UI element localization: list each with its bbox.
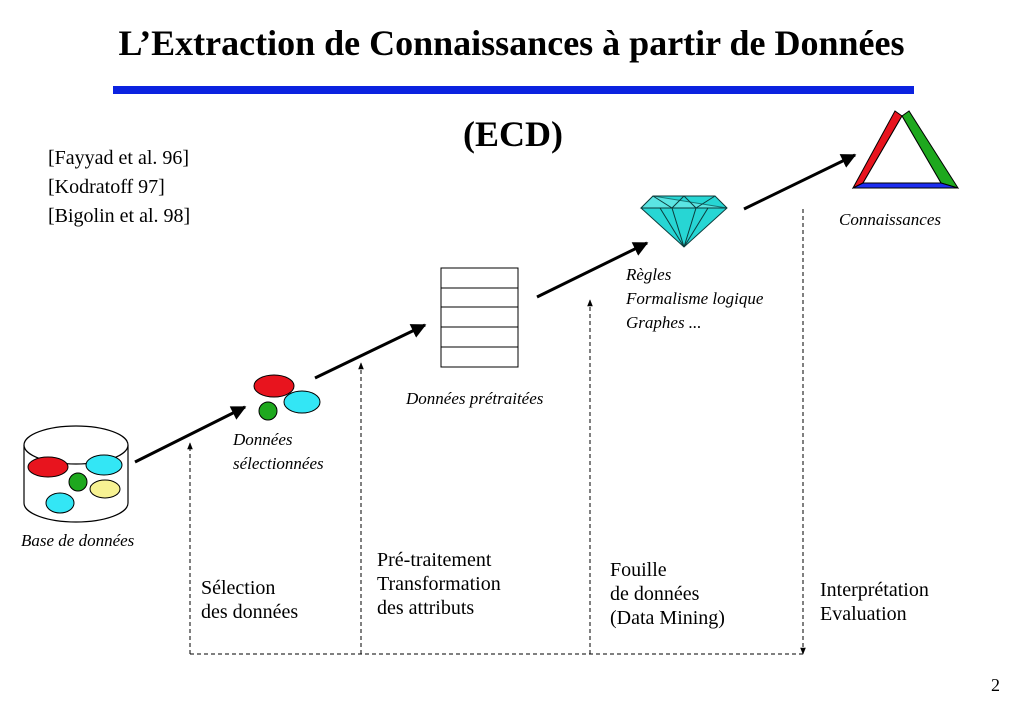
- label-patterns: Règles Formalisme logique Graphes ...: [626, 263, 763, 335]
- database-icon: [23, 425, 129, 523]
- step-preprocessing-line3: des attributs: [377, 597, 475, 619]
- label-database: Base de données: [21, 531, 135, 550]
- label-preprocessed-data: Données prétraitées: [406, 389, 544, 408]
- step-selection-line1: Sélection: [201, 577, 276, 599]
- arrow-to-preprocessing: [314, 323, 427, 380]
- label-selected-data-line2: sélectionnées: [233, 454, 324, 473]
- step-preprocessing-line1: Pré-traitement: [377, 549, 492, 571]
- arrow-to-selection: [134, 405, 247, 464]
- page-subtitle: (ECD): [463, 114, 563, 154]
- step-interpretation: Interprétation Evaluation: [820, 578, 929, 626]
- step-preprocessing: Pré-traitement Transformation des attrib…: [377, 548, 501, 620]
- database-cyan-blob-2: [45, 492, 75, 514]
- arrow-to-knowledge: [743, 153, 857, 211]
- step-selection: Sélection des données: [201, 576, 298, 624]
- label-selected-data-line1: Données: [233, 430, 293, 449]
- selected-data-icon: [253, 374, 321, 421]
- process-arrows: [134, 153, 857, 464]
- label-patterns-graphs: Graphes ...: [626, 313, 702, 332]
- knowledge-triangle-icon: [851, 110, 960, 190]
- page-number: 2: [991, 675, 1000, 695]
- database-green-blob: [68, 472, 88, 492]
- step-mining-line2: de données: [610, 583, 700, 605]
- title-underline-bar: [113, 86, 914, 94]
- arrow-to-mining: [536, 241, 649, 299]
- database-cyan-blob-1: [85, 454, 123, 476]
- diamond-icon: [639, 195, 728, 248]
- label-patterns-logic: Formalisme logique: [626, 289, 764, 308]
- label-patterns-rules: Règles: [626, 265, 672, 284]
- reference-kodratoff: [Kodratoff 97]: [48, 176, 165, 198]
- references: [Fayyad et al. 96] [Kodratoff 97] [Bigol…: [48, 144, 190, 231]
- step-selection-line2: des données: [201, 601, 299, 623]
- label-knowledge: Connaissances: [839, 210, 941, 229]
- database-yellow-blob: [89, 479, 121, 499]
- step-mining: Fouille de données (Data Mining): [610, 558, 725, 630]
- step-interpretation-line1: Interprétation: [820, 579, 929, 601]
- step-interpretation-line2: Evaluation: [820, 603, 907, 625]
- reference-bigolin: [Bigolin et al. 98]: [48, 205, 191, 227]
- feedback-loop: [187, 209, 806, 655]
- step-preprocessing-line2: Transformation: [377, 573, 501, 595]
- label-selected-data: Données sélectionnées: [233, 428, 324, 476]
- preprocessed-table-icon: [440, 267, 519, 368]
- step-mining-line3: (Data Mining): [610, 607, 725, 629]
- step-mining-line1: Fouille: [610, 559, 667, 581]
- page-title: L’Extraction de Connaissances à partir d…: [118, 23, 905, 63]
- reference-fayyad: [Fayyad et al. 96]: [48, 147, 190, 169]
- database-red-blob: [27, 456, 69, 478]
